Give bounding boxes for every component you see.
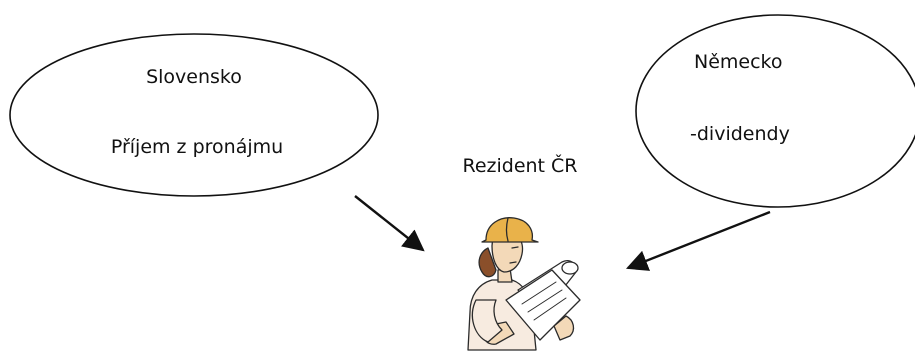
blueprint-lines — [521, 281, 567, 321]
slovensko-ellipse — [9, 33, 379, 197]
blueprint-roll-end — [561, 261, 579, 275]
blueprint-sheet — [505, 269, 581, 341]
node-slovensko: Slovensko Příjem z pronájmu — [9, 33, 379, 197]
worker-hair — [478, 247, 497, 278]
nemecko-subtitle: -dividendy — [690, 123, 790, 145]
worker-helmet-ridge — [505, 217, 509, 242]
worker-mouth — [509, 261, 517, 264]
worker-hand-right — [553, 315, 575, 341]
nemecko-ellipse — [635, 14, 915, 208]
worker-sleeve — [471, 299, 503, 343]
nemecko-title: Německo — [694, 51, 783, 73]
slovensko-title: Slovensko — [146, 66, 242, 88]
arrow-nemecko-to-rezident — [625, 210, 771, 271]
construction-worker-icon — [467, 217, 581, 351]
worker-helmet — [481, 217, 539, 243]
worker-eye — [511, 246, 519, 249]
slovensko-subtitle: Příjem z pronájmu — [111, 136, 283, 158]
arrow-slovensko-to-rezident — [354, 195, 425, 252]
node-nemecko: Německo -dividendy — [635, 14, 915, 208]
rezident-label: Rezident ČR — [462, 153, 577, 177]
